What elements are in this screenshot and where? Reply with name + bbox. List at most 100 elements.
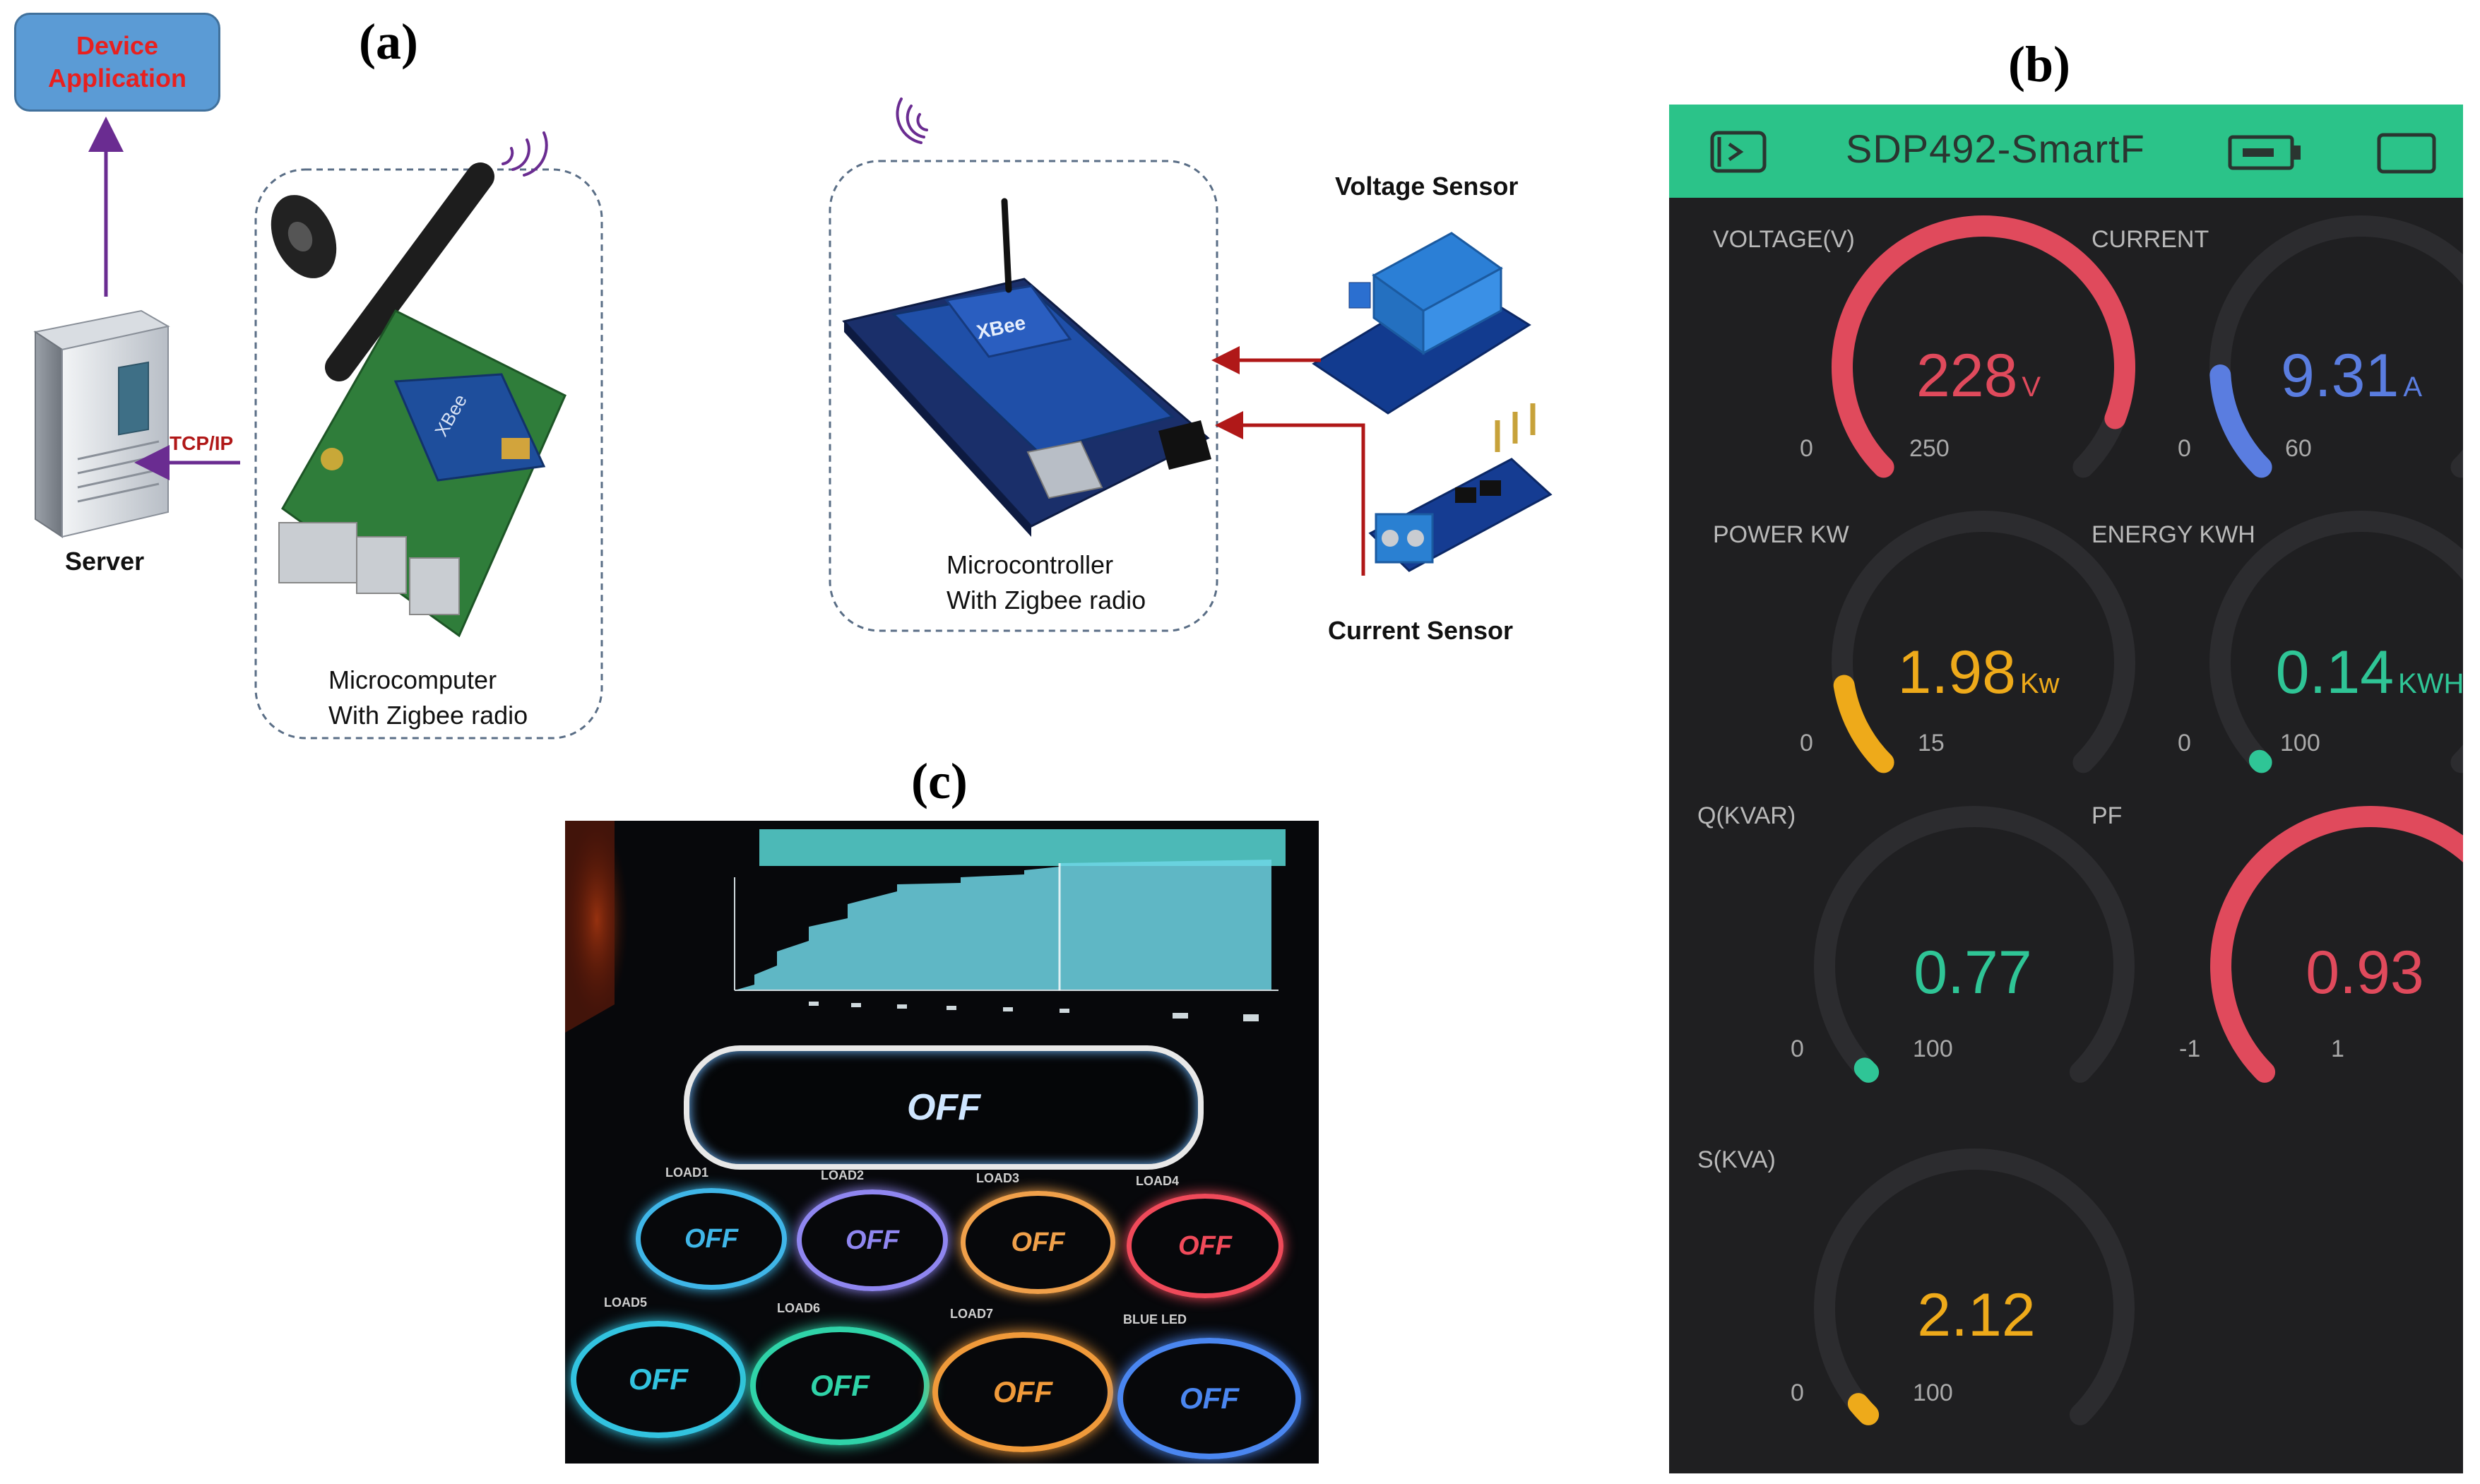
gauge-label: Q(KVAR) [1697,802,1796,829]
load-label-1: LOAD1 [665,1165,709,1180]
load4-toggle-button[interactable]: OFF [1127,1194,1283,1298]
panel-label-b: (b) [2008,36,2070,93]
raspberry-pi-board: XBee [271,162,566,638]
gauge-number: 0.77 [1914,939,2032,1007]
gauge-fill-arc [2248,749,2272,773]
load6-toggle-button[interactable]: OFF [750,1326,930,1445]
tcpip-label: TCP/IP [170,432,234,454]
load-label-7: LOAD7 [950,1307,994,1321]
main-toggle-button[interactable]: OFF [684,1045,1204,1170]
load-label-8: BLUE LED [1123,1312,1187,1326]
blue-led-toggle-button[interactable]: OFF [1117,1338,1301,1459]
gauge-unit: Kw [2019,668,2060,699]
gauge-min: 0 [1791,1379,1804,1406]
gauge-max: 60 [2285,435,2312,462]
gauge-min: 0 [1800,435,1813,462]
microcontroller-label-line2: With Zigbee radio [947,586,1146,615]
load5-toggle-button[interactable]: OFF [571,1321,746,1438]
load1-toggle-button[interactable]: OFF [636,1188,787,1290]
energy-step-chart [734,860,1278,991]
gauge-track [2209,510,2463,773]
arrow-current-to-mcu [1215,411,1365,576]
gauge-track [1814,1148,2135,1425]
gauge-unit: V [2022,372,2041,403]
app-title: SDP492-SmartF [1846,126,2145,171]
touchscreen-photo: OFF LOAD1 LOAD2 LOAD3 LOAD4 OFF OFF OFF … [565,821,1319,1464]
gauge-min: 0 [2178,435,2191,462]
load-label-4: LOAD4 [1136,1174,1180,1188]
gauge-label: S(KVA) [1697,1146,1776,1173]
gauge-number: 0.14 [2275,639,2395,706]
gauge-fill-arc [1832,215,2135,478]
microcomputer-label-line2: With Zigbee radio [328,701,528,730]
gauge-min: 0 [1791,1035,1804,1062]
device-icon[interactable] [1708,129,1772,175]
gauge-fill-arc [2209,364,2272,478]
microcontroller-label-line1: Microcontroller [947,550,1114,579]
current-sensor-label: Current Sensor [1328,616,1514,645]
microcontroller-label: Microcontroller With Zigbee radio [947,547,1146,618]
server-icon [33,309,170,538]
gauge-fill-arc [2210,806,2463,1083]
load2-toggle-button[interactable]: OFF [797,1189,948,1291]
gauge-number: 228 [1916,342,2018,410]
voltage-sensor-label: Voltage Sensor [1335,172,1519,201]
gauge-fill-arc [1847,1393,1880,1425]
arduino-board: XBee [842,198,1211,537]
server-label: Server [65,547,145,576]
panel-label-a: (a) [359,13,418,70]
wireless-icon-microcomputer [502,131,548,177]
load-label-3: LOAD3 [976,1171,1020,1185]
gauge-max: 250 [1909,435,1950,462]
gauge-number: 0.93 [2306,939,2424,1007]
battery-icon [2228,135,2301,170]
screen-header-bar [759,829,1286,866]
gauge-value: 0.77 [1817,938,2128,1008]
load7-toggle-button[interactable]: OFF [932,1332,1113,1452]
load-label-5: LOAD5 [604,1295,648,1310]
gauge-fill-arc [1853,1057,1880,1083]
gauge-min: 0 [2178,730,2191,756]
diagram-a-graphics: XBee XBee [33,97,1553,740]
gauge-number: 2.12 [1917,1281,2036,1349]
gauge-fill-arc [1833,675,1894,773]
gauge-number: 9.31 [2280,342,2399,410]
panel-label-c: (c) [911,753,968,809]
gauge-track [1832,510,2135,773]
current-sensor-module [1368,403,1553,572]
load-label-2: LOAD2 [821,1168,865,1182]
microcomputer-label-line1: Microcomputer [328,665,497,694]
gauge-label: PF [2092,802,2123,829]
voltage-sensor-module [1312,232,1531,415]
load3-toggle-button[interactable]: OFF [961,1191,1115,1294]
gauge-label: CURRENT [2092,226,2209,253]
gauge-min: 0 [1800,730,1813,756]
gauge-unit: A [2403,372,2423,403]
gauge-value: 2.12 [1821,1281,2132,1351]
gauge-label: POWER KW [1713,521,1849,548]
gauge-min: -1 [2179,1035,2201,1062]
window-icon[interactable] [2375,131,2439,175]
gauge-max: 15 [1918,730,1945,756]
gauge-number: 1.98 [1897,639,2016,706]
gauges-canvas [1814,215,2463,1425]
gauge-unit: KWH [2398,668,2464,699]
device-application-box: Device Application [14,13,220,112]
app-header: SDP492-SmartF [1669,105,2463,198]
gauge-label: VOLTAGE(V) [1713,226,1855,253]
gauge-max: 1 [2331,1035,2344,1062]
microcomputer-label: Microcomputer With Zigbee radio [328,663,528,733]
device-application-line1: Device [76,31,159,60]
gauge-max: 100 [2280,730,2320,756]
wireless-icon-microcontroller [896,97,928,144]
gauge-max: 100 [1913,1379,1953,1406]
gauge-label: ENERGY KWH [2092,521,2255,548]
gauge-value: 0.93 [2209,938,2480,1008]
gauge-max: 100 [1913,1035,1953,1062]
device-application-line2: Application [48,64,186,93]
